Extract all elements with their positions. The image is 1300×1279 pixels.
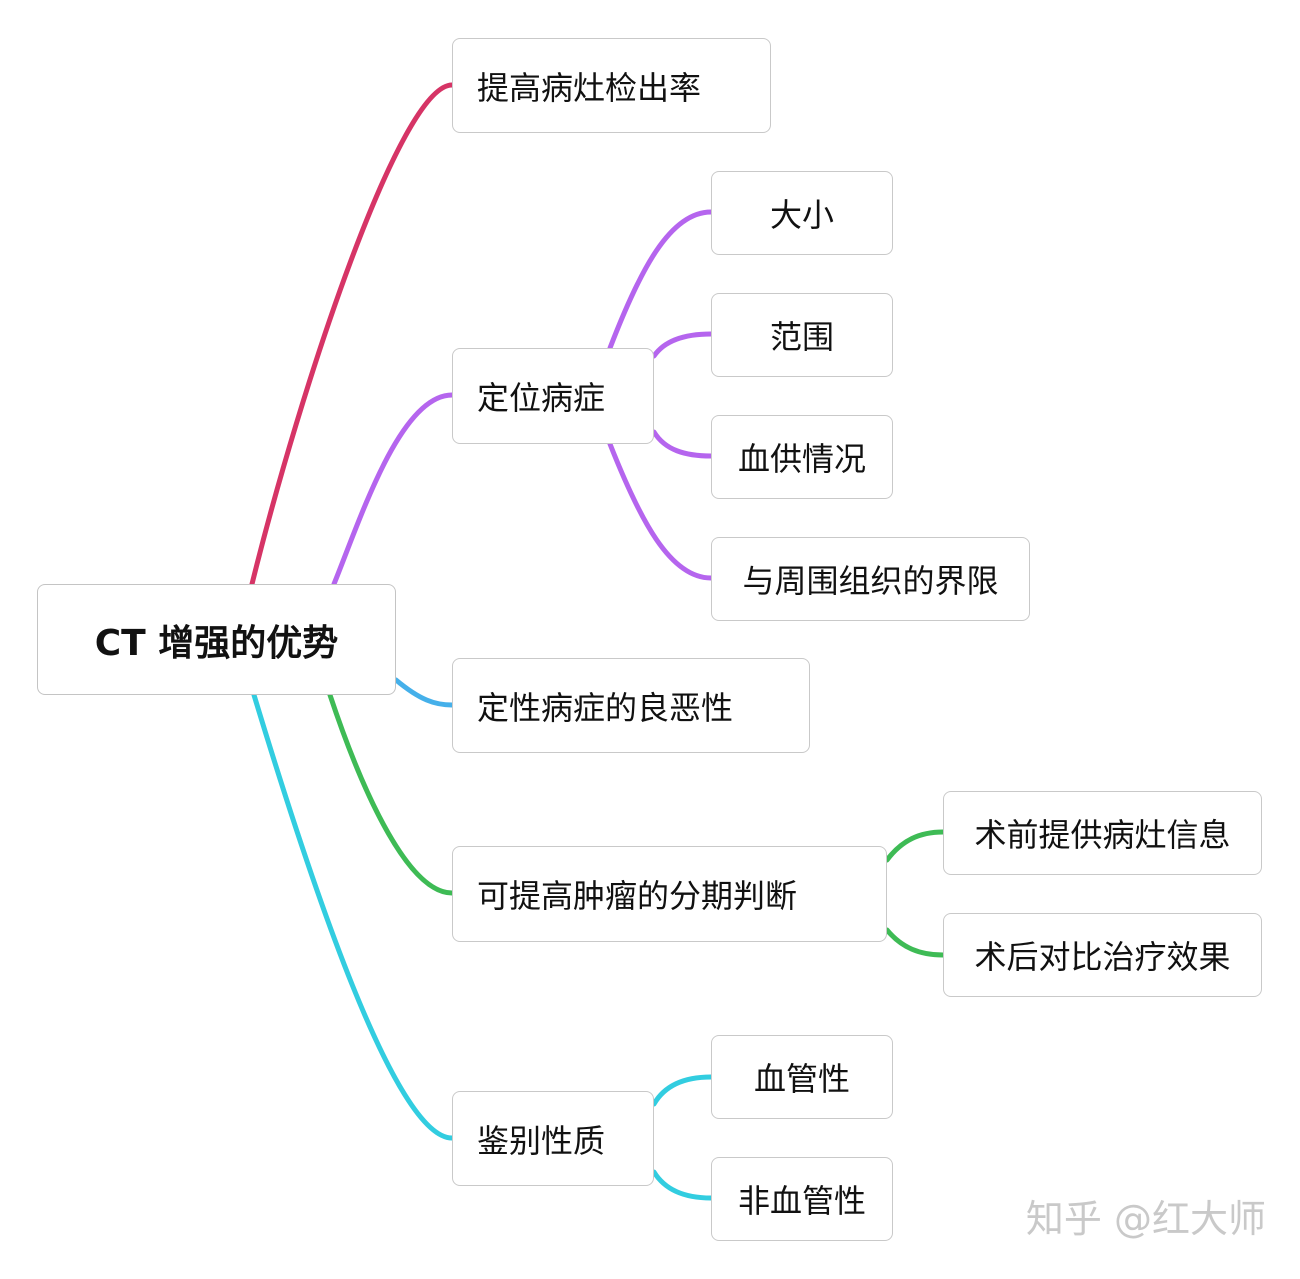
link-localization-blood-supply [651, 429, 714, 459]
leaf-preop-info: 术前提供病灶信息 [943, 791, 1262, 875]
link-staging-preop [884, 829, 946, 863]
leaf-blood-supply: 血供情况 [711, 415, 893, 499]
link-root-localization [331, 392, 455, 587]
link-differentiation-nonvascular [651, 1169, 714, 1201]
root-node: CT 增强的优势 [37, 584, 396, 695]
leaf-postop-comparison: 术后对比治疗效果 [943, 913, 1262, 997]
link-localization-boundary [607, 441, 714, 581]
link-staging-postop [884, 927, 946, 958]
link-root-characterization [393, 677, 455, 708]
watermark: 知乎 @红大师 [1025, 1197, 1266, 1241]
branch-detection-rate: 提高病灶检出率 [452, 38, 771, 133]
leaf-non-vascular: 非血管性 [711, 1157, 893, 1241]
branch-localization: 定位病症 [452, 348, 654, 444]
link-localization-size [607, 209, 714, 351]
branch-tumor-staging: 可提高肿瘤的分期判断 [452, 846, 887, 942]
link-root-staging [327, 692, 455, 896]
leaf-vascular: 血管性 [711, 1035, 893, 1119]
branch-characterization: 定性病症的良恶性 [452, 658, 810, 753]
leaf-size: 大小 [711, 171, 893, 255]
leaf-range: 范围 [711, 293, 893, 377]
link-root-differentiation [251, 692, 455, 1141]
link-root-detection [249, 82, 455, 587]
branch-differentiation: 鉴别性质 [452, 1091, 654, 1186]
leaf-tissue-boundary: 与周围组织的界限 [711, 537, 1030, 621]
link-localization-range [651, 331, 714, 359]
link-differentiation-vascular [651, 1074, 714, 1107]
